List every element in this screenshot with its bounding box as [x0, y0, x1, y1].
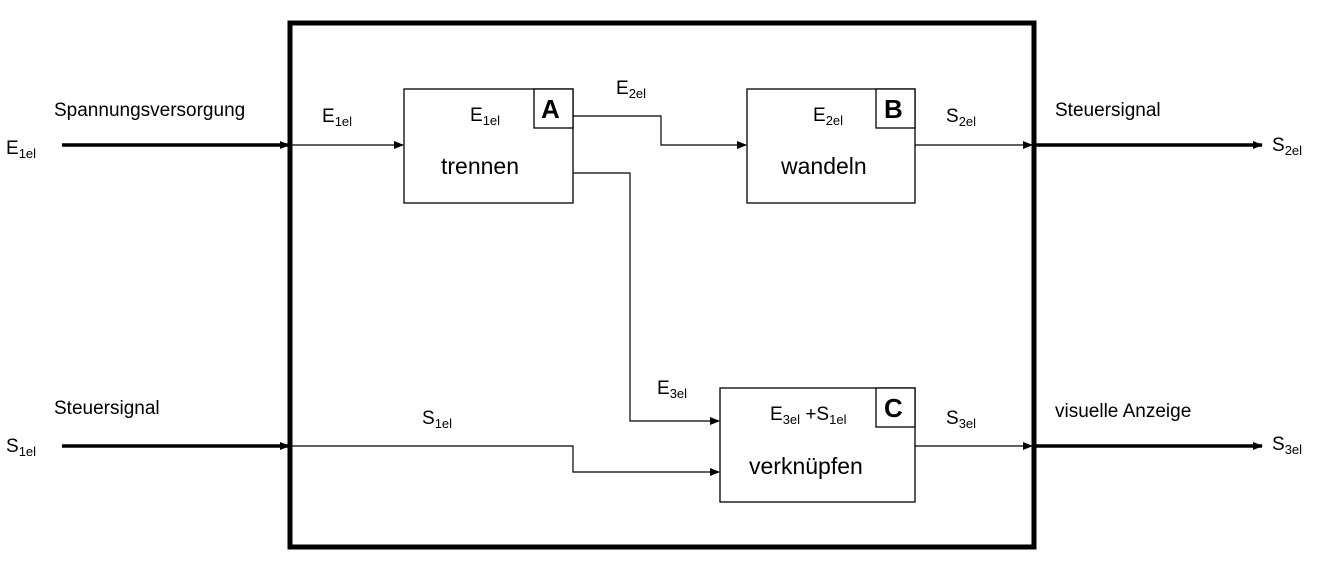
block-b-letter-box — [875, 88, 916, 129]
output-s3el-symbol: S3el — [1272, 434, 1303, 457]
output-s2el-label: Steuersignal — [1055, 100, 1161, 121]
flow-e2el-a-to-b — [573, 115, 747, 149]
flow-e3el-label: E3el — [657, 378, 688, 401]
block-b-verb: wandeln — [781, 153, 867, 179]
flow-s1el-to-c — [292, 445, 720, 476]
flow-s3el-label: S3el — [946, 408, 977, 431]
output-s3el-label: visuelle Anzeige — [1055, 401, 1192, 422]
block-c-letter-box — [875, 387, 916, 428]
input-s1el-symbol: S1el — [6, 436, 37, 459]
block-a-letter: A — [541, 94, 560, 124]
input-s1el-label: Steuersignal — [54, 398, 160, 419]
flow-e2el-label: E2el — [616, 78, 647, 101]
block-c-letter: C — [884, 393, 903, 423]
flow-e3el-a-to-c — [573, 172, 720, 425]
block-b-letter: B — [884, 94, 903, 124]
block-c-input-label: E3el +S1el — [770, 404, 847, 427]
system-boundary — [287, 20, 1037, 550]
block-a-input-label: E1el — [470, 105, 501, 128]
flow-e1el-label: E1el — [322, 106, 353, 129]
block-c-verb: verknüpfen — [749, 453, 863, 479]
flow-s2el-label: S2el — [946, 106, 977, 129]
input-e1el-symbol: E1el — [6, 138, 37, 161]
block-a-letter-box — [533, 88, 574, 129]
block-a-verb: trennen — [441, 153, 520, 179]
input-e1el-label: Spannungsversorgung — [54, 100, 246, 121]
output-s2el-symbol: S2el — [1272, 135, 1303, 158]
flow-s1el-label: S1el — [422, 408, 453, 431]
block-b-input-label: E2el — [813, 105, 844, 128]
